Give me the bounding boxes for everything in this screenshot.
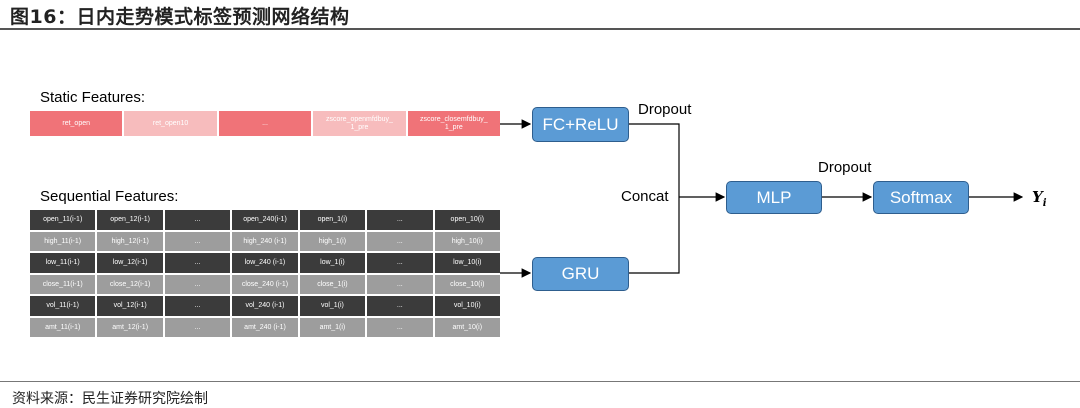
sequential-feature-cell: vol_11(i-1) (30, 296, 96, 316)
title-rule (0, 28, 1080, 30)
sequential-feature-cell: ... (367, 274, 433, 294)
sequential-feature-cell: ... (164, 210, 231, 230)
sequential-feature-cell: low_11(i-1) (30, 253, 96, 273)
sequential-feature-cell: ... (164, 231, 231, 251)
sequential-feature-cell: close_11(i-1) (30, 274, 96, 294)
sequential-feature-cell: low_240 (i-1) (232, 253, 298, 273)
sequential-feature-cell: ... (164, 317, 231, 337)
sequential-feature-cell: low_10(i) (434, 253, 500, 273)
fc-relu-block: FC+ReLU (532, 107, 629, 142)
output-label-main: Y (1032, 188, 1043, 206)
source-rule (0, 381, 1080, 382)
sequential-feature-cell: close_10(i) (434, 274, 500, 294)
sequential-feature-cell: amt_10(i) (434, 317, 500, 337)
sequential-feature-cell: amt_12(i-1) (97, 317, 163, 337)
sequential-feature-cell: amt_240 (i-1) (232, 317, 298, 337)
sequential-feature-cell: ... (164, 253, 231, 273)
concat-label: Concat (621, 188, 669, 205)
sequential-feature-cell: open_1(i) (299, 210, 366, 230)
sequential-feature-cell: amt_11(i-1) (30, 317, 96, 337)
sequential-features-grid: open_11(i-1)open_12(i-1)...open_240(i-1)… (30, 210, 500, 337)
fc-to-concat-line (629, 123, 680, 274)
sequential-feature-cell: amt_1(i) (299, 317, 366, 337)
sequential-feature-cell: close_1(i) (299, 274, 366, 294)
sequential-feature-cell: high_1(i) (299, 231, 366, 251)
sequential-feature-cell: ... (367, 317, 433, 337)
static-features-label: Static Features: (40, 89, 146, 106)
sequential-feature-cell: ... (164, 274, 231, 294)
sequential-feature-cell: high_12(i-1) (97, 231, 163, 251)
sequential-feature-cell: ... (367, 253, 433, 273)
dropout-label-mlp: Dropout (818, 159, 872, 176)
sequential-feature-cell: high_11(i-1) (30, 231, 96, 251)
source-note: 资料来源：民生证券研究院绘制 (12, 391, 208, 407)
sequential-feature-cell: low_1(i) (299, 253, 366, 273)
sequential-feature-cell: low_12(i-1) (97, 253, 163, 273)
softmax-block: Softmax (873, 181, 969, 214)
sequential-feature-cell: close_12(i-1) (97, 274, 163, 294)
static-feature-cell: ret_open (30, 111, 123, 136)
sequential-feature-cell: ... (164, 296, 231, 316)
sequential-feature-cell: open_10(i) (434, 210, 500, 230)
sequential-feature-cell: vol_240 (i-1) (232, 296, 298, 316)
static-feature-cell: zscore_closemfdbuy_ 1_pre (407, 111, 501, 136)
gru-block: GRU (532, 257, 629, 291)
sequential-features-label: Sequential Features: (40, 188, 179, 205)
sequential-feature-cell: open_12(i-1) (97, 210, 163, 230)
sequential-feature-cell: open_240(i-1) (232, 210, 298, 230)
sequential-feature-cell: open_11(i-1) (30, 210, 96, 230)
sequential-feature-cell: vol_10(i) (434, 296, 500, 316)
sequential-feature-cell: ... (367, 210, 433, 230)
output-label: Yi (1032, 188, 1047, 209)
dropout-label-fc: Dropout (638, 101, 692, 118)
sequential-feature-cell: ... (367, 296, 433, 316)
static-feature-cell: ret_open10 (124, 111, 217, 136)
sequential-feature-cell: high_10(i) (434, 231, 500, 251)
static-feature-cell: ... (218, 111, 312, 136)
static-feature-cell: zscore_openmfdbuy_ 1_pre (313, 111, 406, 136)
sequential-feature-cell: vol_1(i) (299, 296, 366, 316)
mlp-block: MLP (726, 181, 822, 214)
output-label-subscript: i (1042, 198, 1047, 209)
sequential-feature-cell: close_240 (i-1) (232, 274, 298, 294)
figure-title: 图16：日内走势模式标签预测网络结构 (10, 6, 350, 28)
sequential-feature-cell: vol_12(i-1) (97, 296, 163, 316)
sequential-feature-cell: high_240 (i-1) (232, 231, 298, 251)
sequential-feature-cell: ... (367, 231, 433, 251)
